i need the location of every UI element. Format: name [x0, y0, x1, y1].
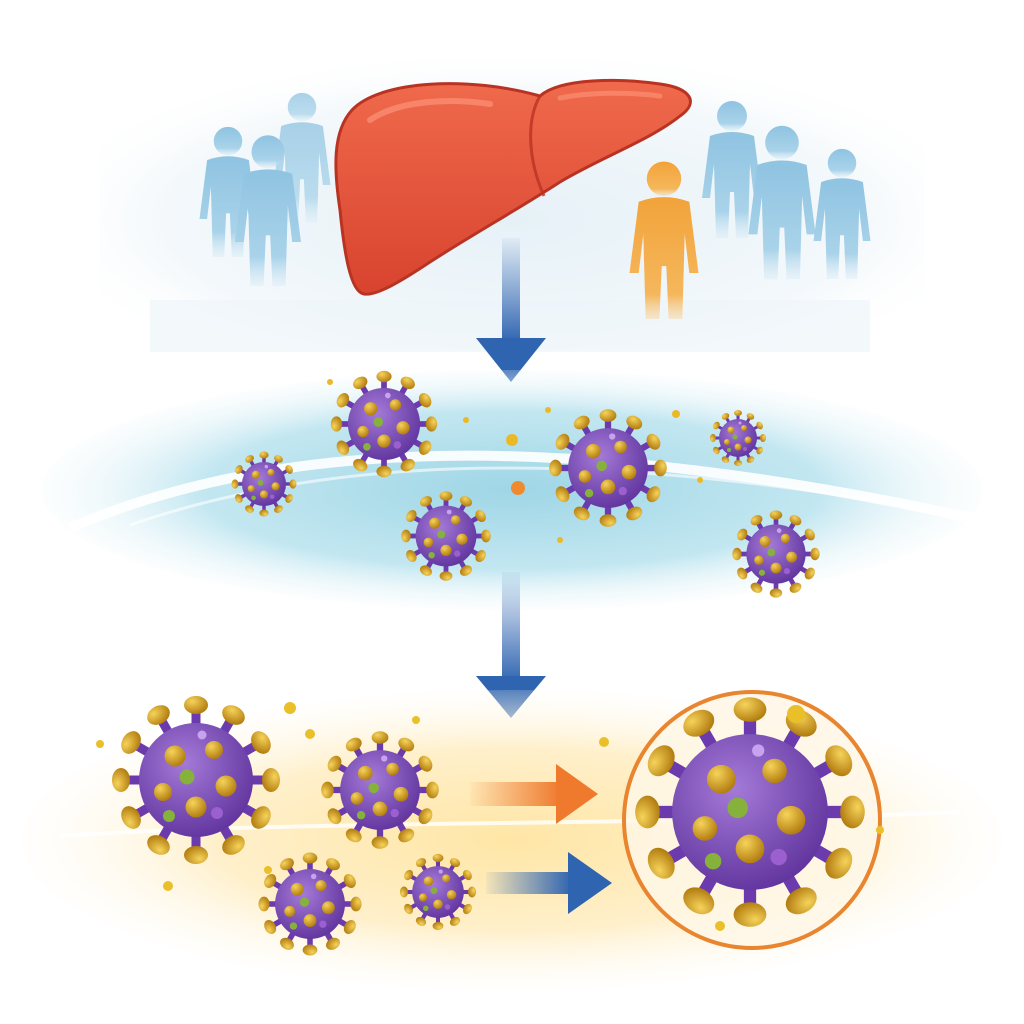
sparkle-dots [327, 379, 703, 543]
liver-icon [334, 78, 692, 296]
arrow-right-icon [486, 852, 612, 914]
vessel-wall [68, 450, 982, 533]
arrow-right-icon [470, 764, 598, 824]
focus-ring-icon [622, 690, 882, 950]
arrow-down-icon [476, 238, 546, 382]
bloodstream-section [42, 370, 982, 610]
replication-section [22, 690, 1002, 990]
sparkle-dots [96, 702, 884, 931]
